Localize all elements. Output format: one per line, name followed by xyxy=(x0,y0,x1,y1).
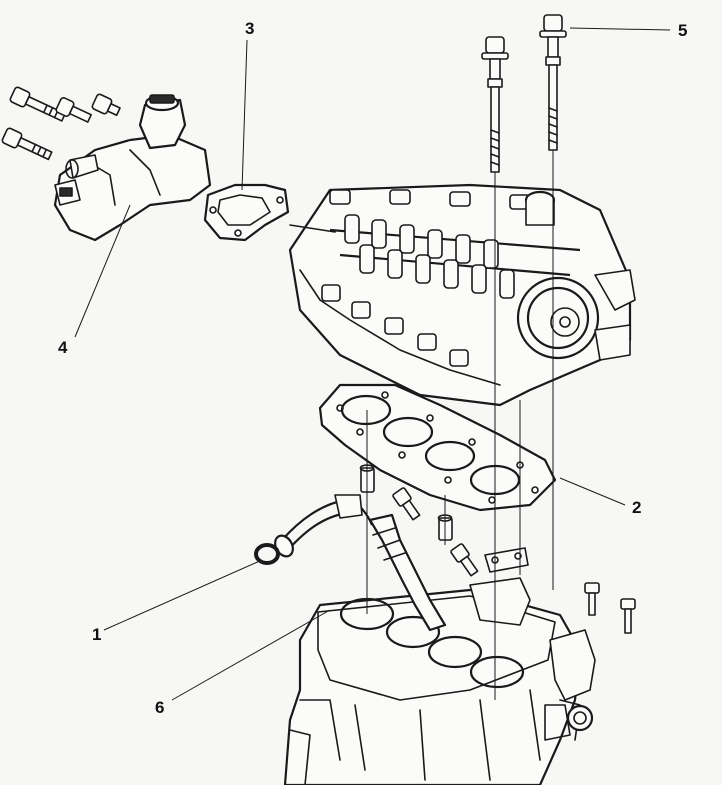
callout-labels: 1 2 3 4 5 6 xyxy=(58,19,687,717)
head-bolt-left xyxy=(481,36,509,173)
o-ring xyxy=(254,543,280,565)
callout-2: 2 xyxy=(632,498,641,517)
alignment-guides xyxy=(366,150,554,700)
head-bolt-right xyxy=(539,14,567,151)
callout-1: 1 xyxy=(92,625,101,644)
housing-bolts xyxy=(1,86,121,161)
head-gasket xyxy=(318,383,557,512)
callout-6: 6 xyxy=(155,698,164,717)
mounting-brackets xyxy=(469,547,531,626)
callout-3: 3 xyxy=(245,19,254,38)
housing-gasket xyxy=(203,183,290,242)
callout-5: 5 xyxy=(678,21,687,40)
pipe-bolts xyxy=(392,487,636,634)
water-outlet-housing xyxy=(53,94,212,242)
cylinder-head xyxy=(288,183,636,407)
coolant-pipe xyxy=(274,494,447,632)
leader-lines xyxy=(74,27,671,701)
head-bolts xyxy=(481,14,567,173)
callout-4: 4 xyxy=(58,338,68,357)
engine-block xyxy=(283,588,596,785)
